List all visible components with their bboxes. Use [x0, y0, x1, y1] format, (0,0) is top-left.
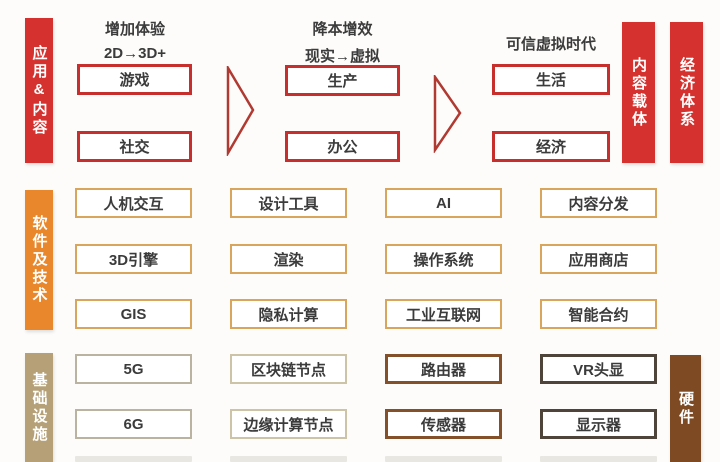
software-box-3d-engine: 3D引擎: [75, 244, 192, 274]
software-box-rendering: 渲染: [230, 244, 347, 274]
software-box-hci: 人机交互: [75, 188, 192, 218]
cutoff-row-hint: [385, 456, 502, 462]
infra-box-display: 显示器: [540, 409, 657, 439]
software-box-ai: AI: [385, 188, 502, 218]
sidebar-application-content: 应用&内容: [25, 18, 53, 163]
software-box-content-distribution: 内容分发: [540, 188, 657, 218]
sidebar-software-technology: 软件及技术: [25, 190, 53, 330]
sidebar-hardware: 硬件: [670, 355, 701, 462]
stage1-subheader: 2D→3D+: [103, 45, 167, 62]
cutoff-row-hint: [540, 456, 657, 462]
app-box-life: 生活: [492, 64, 610, 95]
infra-box-vr-headset: VR头显: [540, 354, 657, 384]
software-box-design-tools: 设计工具: [230, 188, 347, 218]
arrow-right-icon: [226, 66, 255, 156]
infra-box-edge-computing-node: 边缘计算节点: [230, 409, 347, 439]
cutoff-row-hint: [230, 456, 347, 462]
infra-box-router: 路由器: [385, 354, 502, 384]
sidebar-infrastructure: 基础设施: [25, 353, 53, 462]
sidebar-content-carrier: 内容载体: [622, 22, 655, 163]
stage3-header: 可信虚拟时代: [505, 36, 596, 53]
cutoff-row-hint: [75, 456, 192, 462]
infra-box-5g: 5G: [75, 354, 192, 384]
infra-box-6g: 6G: [75, 409, 192, 439]
app-box-economy: 经济: [492, 131, 610, 162]
sidebar-economic-system: 经济体系: [670, 22, 703, 163]
stage2-header: 降本增效: [312, 21, 373, 38]
software-box-privacy-computing: 隐私计算: [230, 299, 347, 329]
stage1-header: 增加体验: [104, 21, 165, 38]
software-box-smart-contracts: 智能合约: [540, 299, 657, 329]
software-box-gis: GIS: [75, 299, 192, 329]
app-box-games: 游戏: [77, 64, 192, 95]
infra-box-blockchain-node: 区块链节点: [230, 354, 347, 384]
software-box-operating-system: 操作系统: [385, 244, 502, 274]
stage2-subheader: 现实→虚拟: [304, 48, 380, 65]
arrow-right-icon: [433, 75, 462, 153]
software-box-app-store: 应用商店: [540, 244, 657, 274]
software-box-industrial-internet: 工业互联网: [385, 299, 502, 329]
infra-box-sensor: 传感器: [385, 409, 502, 439]
app-box-office: 办公: [285, 131, 400, 162]
app-box-social: 社交: [77, 131, 192, 162]
app-box-production: 生产: [285, 65, 400, 96]
